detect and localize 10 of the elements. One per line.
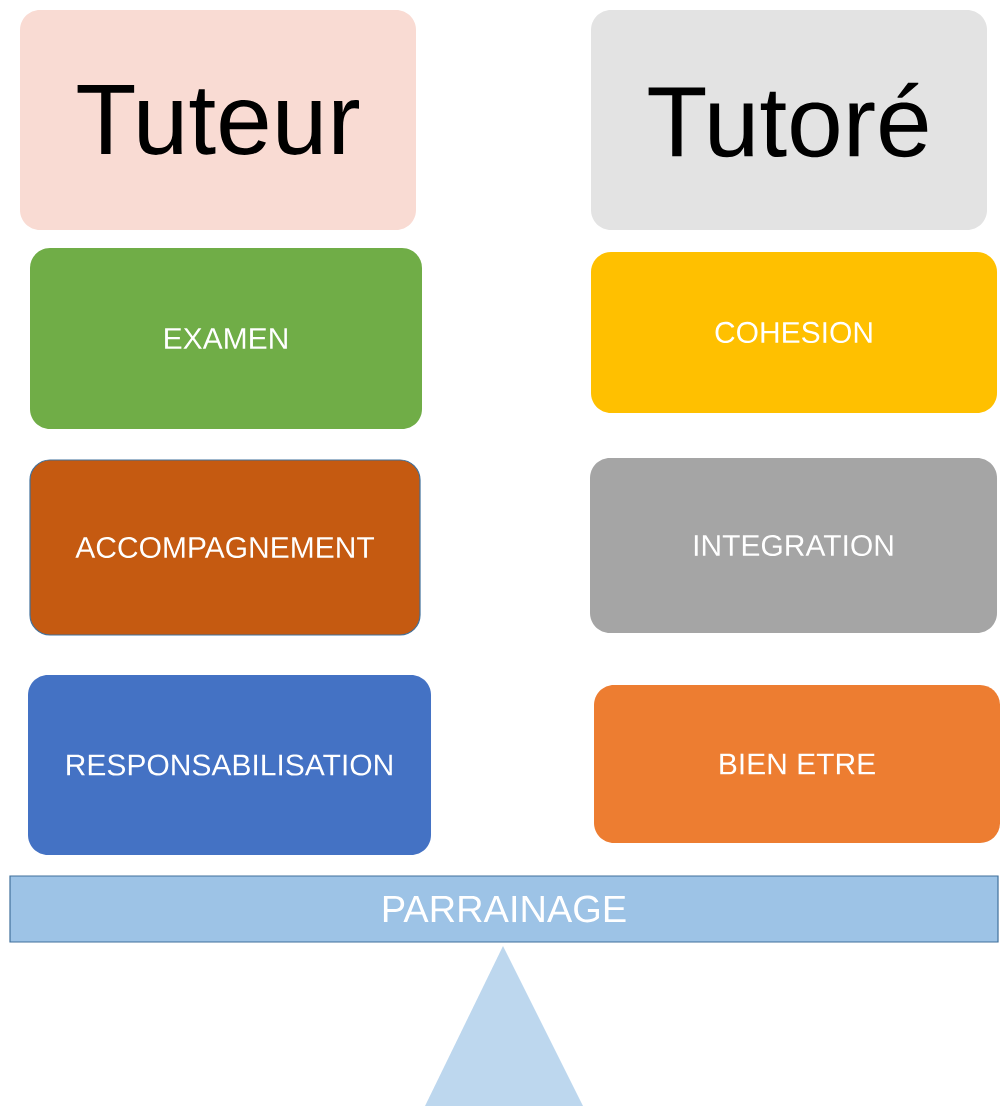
label-box: RESPONSABILISATION [28,675,431,855]
label-box: BIEN ETRE [594,685,1000,843]
label-box: EXAMEN [30,248,422,429]
title-box: Tutoré [591,10,987,230]
label-box: COHESION [591,252,997,413]
title-box: Tuteur [20,10,416,230]
fulcrum-triangle [425,946,583,1106]
beam-bar: PARRAINAGE [9,875,999,943]
label-box: ACCOMPAGNEMENT [29,459,421,636]
label-box: INTEGRATION [590,458,997,633]
